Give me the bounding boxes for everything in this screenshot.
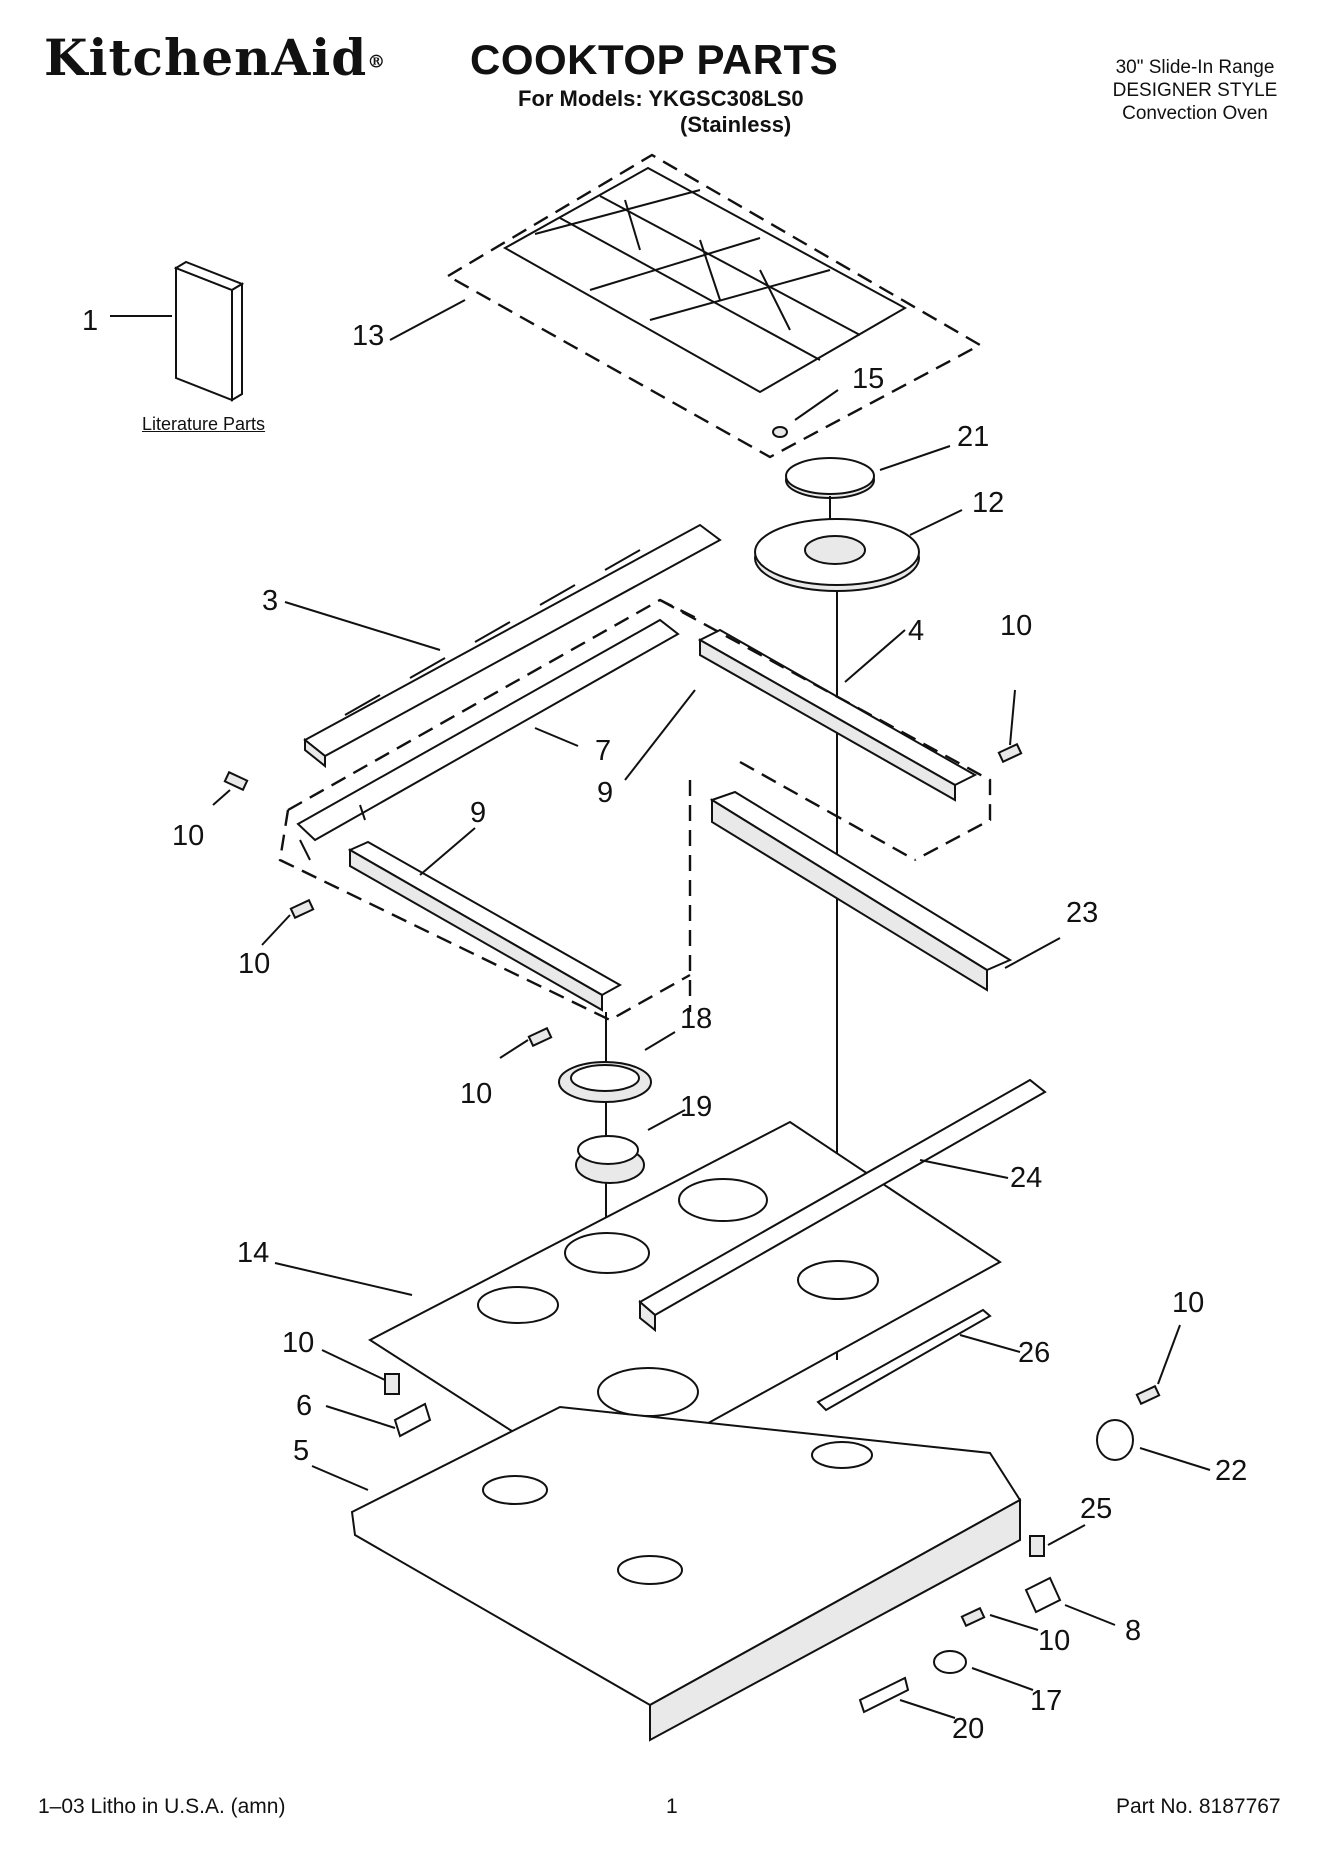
front-bracket (697, 628, 978, 802)
callout-c20: 20 (952, 1713, 984, 1745)
callout-c10b: 10 (172, 820, 204, 852)
footer-page-number: 1 (666, 1795, 678, 1818)
vent-trim (303, 523, 722, 769)
callout-c4: 4 (908, 615, 924, 647)
callout-numbers: 1 13 15 21 12 3 4 10 7 9 10 9 23 10 18 10 19 24 14 10 10 26 6 2… (82, 305, 1247, 1745)
rear-bracket (347, 840, 623, 1012)
hardware-screws (223, 742, 1161, 1628)
footer-part-number: Part No. 8187767 (1116, 1795, 1281, 1818)
cooktop-base-pan (350, 1405, 1022, 1742)
callout-c12: 12 (972, 487, 1004, 519)
callout-c23: 23 (1066, 897, 1098, 929)
brand-name: KitchenAid (44, 28, 368, 87)
callout-c19: 19 (680, 1091, 712, 1123)
front-glass-strip (816, 1308, 992, 1412)
callout-c10a: 10 (1000, 610, 1032, 642)
callout-c3: 3 (262, 585, 278, 617)
burner-base (754, 518, 920, 592)
callout-c7: 7 (595, 735, 611, 767)
callout-c10g: 10 (1038, 1625, 1070, 1657)
burner-grate (502, 166, 908, 394)
glass-cooktop (368, 1120, 1002, 1487)
leader-lines (110, 299, 1211, 1719)
callout-c10e: 10 (282, 1327, 314, 1359)
callout-c13: 13 (352, 320, 384, 352)
grate-foot (772, 426, 788, 438)
grate-dashed-box (445, 153, 983, 459)
literature-booklet (173, 260, 245, 402)
meta-line: DESIGNER STYLE (1112, 80, 1278, 101)
meta-line: Convection Oven (1122, 103, 1268, 124)
callout-c10d: 10 (460, 1078, 492, 1110)
callout-c8: 8 (1125, 1615, 1141, 1647)
registered-mark: ® (367, 51, 387, 73)
callout-c26: 26 (1018, 1337, 1050, 1369)
callout-c6: 6 (296, 1390, 312, 1422)
brand-logo: KitchenAid® (44, 28, 386, 87)
callout-c24: 24 (1010, 1162, 1042, 1194)
callout-c17: 17 (1030, 1685, 1062, 1717)
callout-c22: 22 (1215, 1455, 1247, 1487)
literature-parts-label: Literature Parts (142, 414, 266, 434)
burner-ring (558, 1061, 652, 1103)
product-meta: 30" Slide-In Range DESIGNER STYLE Convec… (1085, 56, 1305, 125)
model-line: For Models: YKGSC308LS0 (518, 86, 804, 111)
callout-c14: 14 (237, 1237, 269, 1269)
page-title: COOKTOP PARTS (470, 36, 839, 83)
callout-c10f: 10 (1172, 1287, 1204, 1319)
footer-print-info: 1–03 Litho in U.S.A. (amn) (38, 1795, 286, 1818)
callout-c15: 15 (852, 363, 884, 395)
callout-c21: 21 (957, 421, 989, 453)
burner-head (575, 1135, 645, 1184)
side-rail (296, 618, 680, 861)
meta-line: 30" Slide-In Range (1115, 57, 1275, 78)
callout-c18: 18 (680, 1003, 712, 1035)
burner-cap (785, 457, 875, 499)
callout-c10c: 10 (238, 948, 270, 980)
rear-glass-trim (638, 1078, 1047, 1333)
callout-c25: 25 (1080, 1493, 1112, 1525)
callout-c5: 5 (293, 1435, 309, 1467)
callout-c1: 1 (82, 305, 98, 337)
small-brackets (393, 1402, 1134, 1714)
callout-c9b: 9 (470, 797, 486, 829)
callout-c9a: 9 (597, 777, 613, 809)
variant-line: (Stainless) (680, 112, 792, 137)
right-trim-bar (709, 790, 1013, 992)
